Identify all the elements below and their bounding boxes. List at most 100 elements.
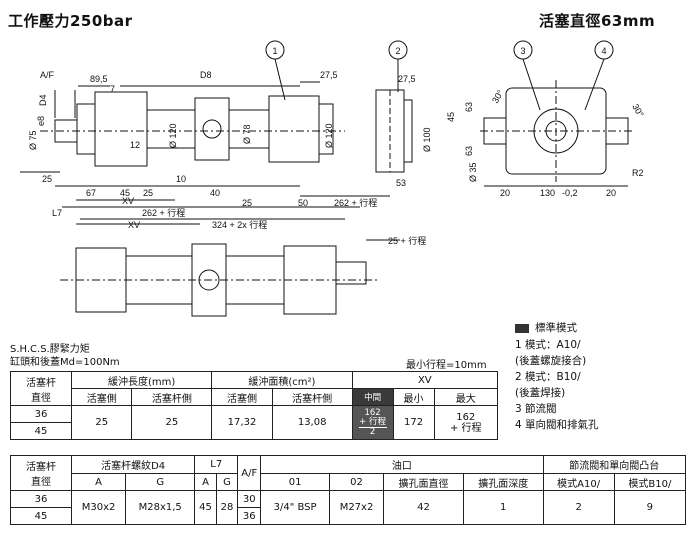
rod-gland bbox=[76, 103, 96, 155]
t2-l7-g-header: G bbox=[215, 473, 239, 491]
t1-row-45: 45 bbox=[10, 422, 72, 440]
t2-port-header: 油口 bbox=[260, 455, 544, 474]
t2-row-36: 36 bbox=[10, 490, 72, 508]
dim-20a: 20 bbox=[500, 188, 510, 198]
t2-thread-g: M28x1,5 bbox=[125, 490, 196, 525]
t1-xv-max-l2: + 行程 bbox=[449, 422, 482, 434]
t2-rod-header: 活塞杆 直徑 bbox=[10, 455, 72, 491]
dim-130: 130 bbox=[540, 188, 555, 198]
t2-l7-a-header: A bbox=[194, 473, 217, 491]
t1-len-rod-header: 活塞杆側 bbox=[131, 388, 213, 406]
t1-xv-max-l1: 162 bbox=[456, 411, 476, 423]
t2-row-45: 45 bbox=[10, 507, 72, 525]
t1-cushion-area-header: 緩沖面積(cm²) bbox=[211, 371, 353, 389]
t1-area-rod: 13,08 bbox=[271, 405, 353, 440]
thread-port-table: 活塞杆 直徑 活塞杆螺紋D4 L7 A/F 油口 節流閥和單向閥凸台 A G A… bbox=[10, 455, 687, 525]
dim-20b: 20 bbox=[606, 188, 616, 198]
dim-30a: 30° bbox=[490, 88, 506, 105]
dim-10: 10 bbox=[176, 174, 186, 184]
dim-27-5: 27,5 bbox=[320, 70, 338, 80]
t2-cb-depth: 1 bbox=[462, 490, 544, 525]
legend: 標準模式 1 模式：A10/ (後蓋螺旋接合) 2 模式：B10/ (後蓋焊接)… bbox=[515, 322, 599, 432]
dim-27-5-side: 27,5 bbox=[398, 74, 416, 84]
center-block bbox=[194, 97, 230, 161]
t2-l7-header: L7 bbox=[194, 455, 239, 474]
cushion-table: 活塞杆 直徑 緩沖長度(mm) 緩沖面積(cm²) XV 活塞側 活塞杆側 活塞… bbox=[10, 371, 499, 440]
callout-2-label: 2 bbox=[395, 46, 400, 56]
t2-port02: M27x2 bbox=[328, 490, 385, 525]
t1-mid-header: 中間 bbox=[351, 388, 394, 406]
legend-item-3: 3 節流閥 bbox=[515, 403, 557, 415]
dim-63b: 63 bbox=[464, 146, 474, 156]
t2-af-header: A/F bbox=[237, 455, 262, 491]
callout-3-label: 3 bbox=[520, 46, 525, 56]
t1-min-header: 最小 bbox=[392, 388, 435, 406]
dim-phi75: Ø 75 bbox=[28, 130, 38, 150]
dim-25b: 25 bbox=[143, 188, 153, 198]
t2-thread-header: 活塞杆螺紋D4 bbox=[70, 455, 196, 474]
dim-262: 262 + 行程 bbox=[334, 197, 377, 208]
t2-mode-a-header: 模式A10/ bbox=[542, 473, 615, 491]
dim-xv: XV bbox=[122, 196, 134, 206]
legend-item-4: 4 單向閥和排氣孔 bbox=[515, 419, 599, 431]
dim-12: 12 bbox=[130, 140, 140, 150]
t1-xv-mid-l2: + 行程 bbox=[359, 416, 386, 427]
t2-thread-a: M30x2 bbox=[70, 490, 127, 525]
t1-xv-max: 162 + 行程 bbox=[433, 405, 499, 440]
t1-area-piston: 17,32 bbox=[211, 405, 273, 440]
dim-phi100: Ø 100 bbox=[422, 127, 432, 152]
t1-rod-header: 活塞杆 直徑 bbox=[10, 371, 72, 406]
t2-l7-g: 28 bbox=[215, 490, 239, 525]
dim-25-stroke: 25 + 行程 bbox=[388, 235, 426, 246]
dim-af: A/F bbox=[40, 70, 55, 80]
cylinder-drawing: 1 2 3 4 A/F D4 89,5 7 D8 27,5 27,5 Ø 75 … bbox=[20, 40, 646, 317]
t2-thread-g-header: G bbox=[125, 473, 196, 491]
legend-swatch bbox=[515, 324, 529, 333]
legend-item-2: 2 模式：B10/ bbox=[515, 371, 581, 383]
t1-len-piston-header: 活塞側 bbox=[70, 388, 133, 406]
dim-63a: 63 bbox=[464, 102, 474, 112]
t1-area-piston-header: 活塞側 bbox=[211, 388, 273, 406]
dim-45b: 45 bbox=[120, 188, 130, 198]
dim-minus02: -0,2 bbox=[562, 188, 578, 198]
t2-cb-dia-header: 擴孔面直徑 bbox=[383, 473, 464, 491]
t1-len-rod: 25 bbox=[131, 405, 213, 440]
dim-l7: L7 bbox=[52, 208, 62, 218]
t1-len-piston: 25 bbox=[70, 405, 133, 440]
dim-d4: D4 bbox=[38, 94, 48, 106]
t1-cushion-length-header: 緩沖長度(mm) bbox=[70, 371, 213, 389]
t1-xv-mid-l1: 162 bbox=[364, 407, 381, 418]
callout-4-label: 4 bbox=[601, 46, 606, 56]
torque-note-1: S.H.C.S.膠緊力矩 bbox=[10, 344, 90, 355]
cap-end bbox=[318, 103, 334, 155]
center-port bbox=[202, 119, 222, 139]
t1-xv-header: XV bbox=[351, 371, 499, 389]
dim-phi120f7: Ø 120 bbox=[168, 123, 178, 148]
t1-area-rod-header: 活塞杆側 bbox=[271, 388, 353, 406]
cap-flange bbox=[268, 95, 320, 163]
dim-89-5: 89,5 bbox=[90, 74, 108, 84]
dim-r2: R2 bbox=[632, 168, 644, 178]
legend-header: 標準模式 bbox=[535, 322, 577, 334]
dim-phi78: Ø 78 bbox=[242, 124, 252, 144]
dim-45: 45 bbox=[446, 112, 456, 122]
head-flange bbox=[94, 91, 148, 167]
dim-phi75-e8: e8 bbox=[36, 116, 46, 126]
t2-l7-a: 45 bbox=[194, 490, 217, 525]
t1-xv-mid-l3: 2 bbox=[358, 426, 387, 437]
dim-phi120: Ø 120 bbox=[324, 123, 334, 148]
t1-xv-min: 172 bbox=[392, 405, 435, 440]
legend-item-2b: (後蓋焊接) bbox=[515, 387, 566, 399]
t2-cb-depth-header: 擴孔面深度 bbox=[462, 473, 544, 491]
piston-diameter-title: 活塞直徑63mm bbox=[539, 12, 656, 30]
t2-af-45: 36 bbox=[237, 507, 262, 525]
dim-25: 25 bbox=[42, 174, 52, 184]
dim-7: 7 bbox=[110, 84, 115, 94]
t2-port01: 3/4" BSP bbox=[260, 490, 330, 525]
t2-cb-dia: 42 bbox=[383, 490, 464, 525]
dim-262b: 262 + 行程 bbox=[142, 207, 185, 218]
t2-mode-b: 9 bbox=[613, 490, 687, 525]
dim-40: 40 bbox=[210, 188, 220, 198]
t2-mode-b-header: 模式B10/ bbox=[613, 473, 687, 491]
t2-mode-a: 2 bbox=[542, 490, 615, 525]
